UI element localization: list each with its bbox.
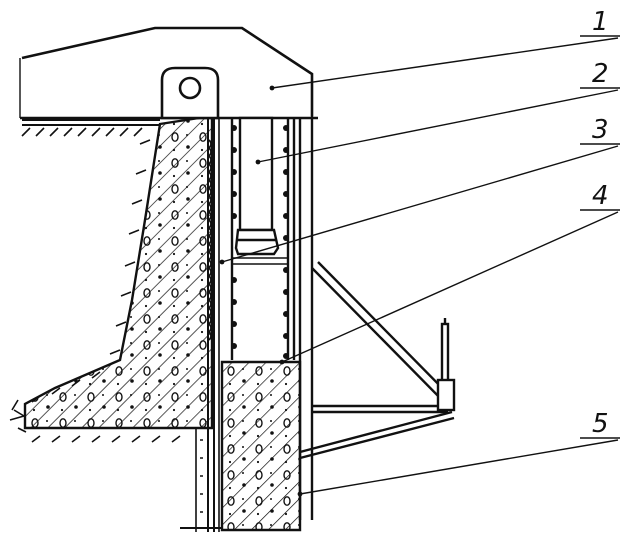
interface-layer: [207, 118, 220, 532]
formwork-bolts: [231, 125, 289, 359]
hydraulic-jack: [234, 116, 280, 256]
bracket-frame: [299, 261, 455, 460]
callout-2: 2: [592, 59, 609, 89]
pin-bracket: [160, 66, 220, 120]
ground-surface-left: [21, 119, 160, 137]
callout-3: 3: [592, 115, 609, 145]
leader-lines: [221, 35, 620, 495]
leader-dots: [219, 85, 303, 497]
existing-foundation: [23, 114, 214, 430]
lower-interface-dots: [180, 428, 222, 532]
ground-hatch-slope: [9, 139, 181, 443]
callout-4: 4: [592, 181, 609, 211]
callout-5: 5: [592, 409, 609, 439]
new-concrete-block: [220, 360, 302, 532]
callout-1: 1: [592, 7, 609, 37]
lever-handle: [436, 318, 456, 412]
